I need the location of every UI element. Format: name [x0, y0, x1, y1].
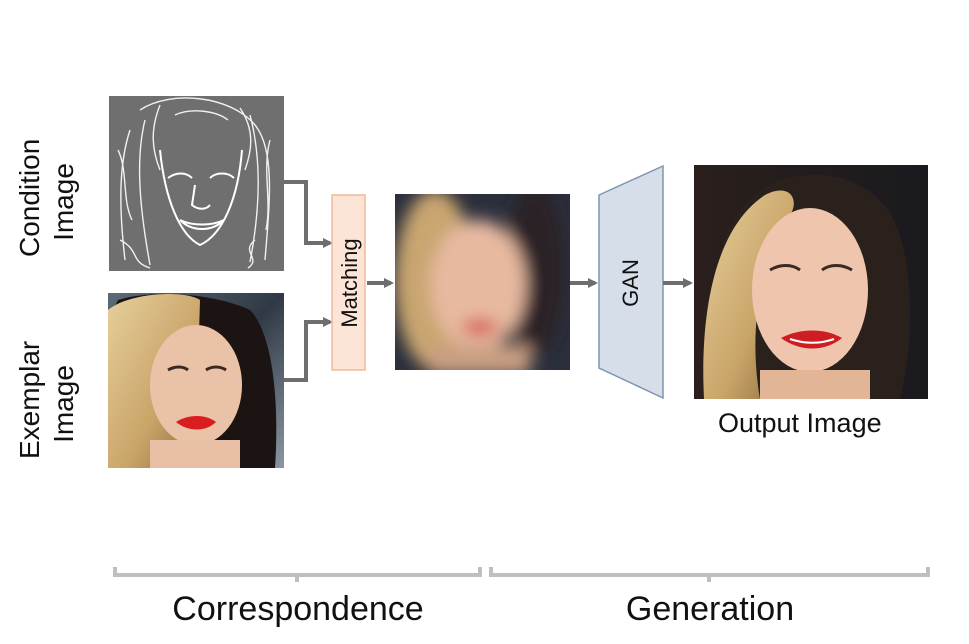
gan-label: GAN [618, 259, 643, 307]
condition-arrow [284, 180, 333, 248]
generation-label: Generation [625, 590, 795, 628]
correspondence-label: Correspondence [172, 590, 424, 628]
output-image [694, 165, 928, 399]
generation-bracket [489, 567, 930, 577]
warped-image [395, 194, 570, 370]
correspondence-bracket [113, 567, 482, 577]
exemplar-arrow [284, 317, 333, 382]
condition-image [109, 96, 284, 271]
output-image-label: Output Image [718, 408, 882, 438]
matching-box [331, 194, 366, 371]
exemplar-image [108, 293, 284, 468]
gan-block [598, 164, 664, 400]
matching-label: Matching [337, 238, 362, 328]
